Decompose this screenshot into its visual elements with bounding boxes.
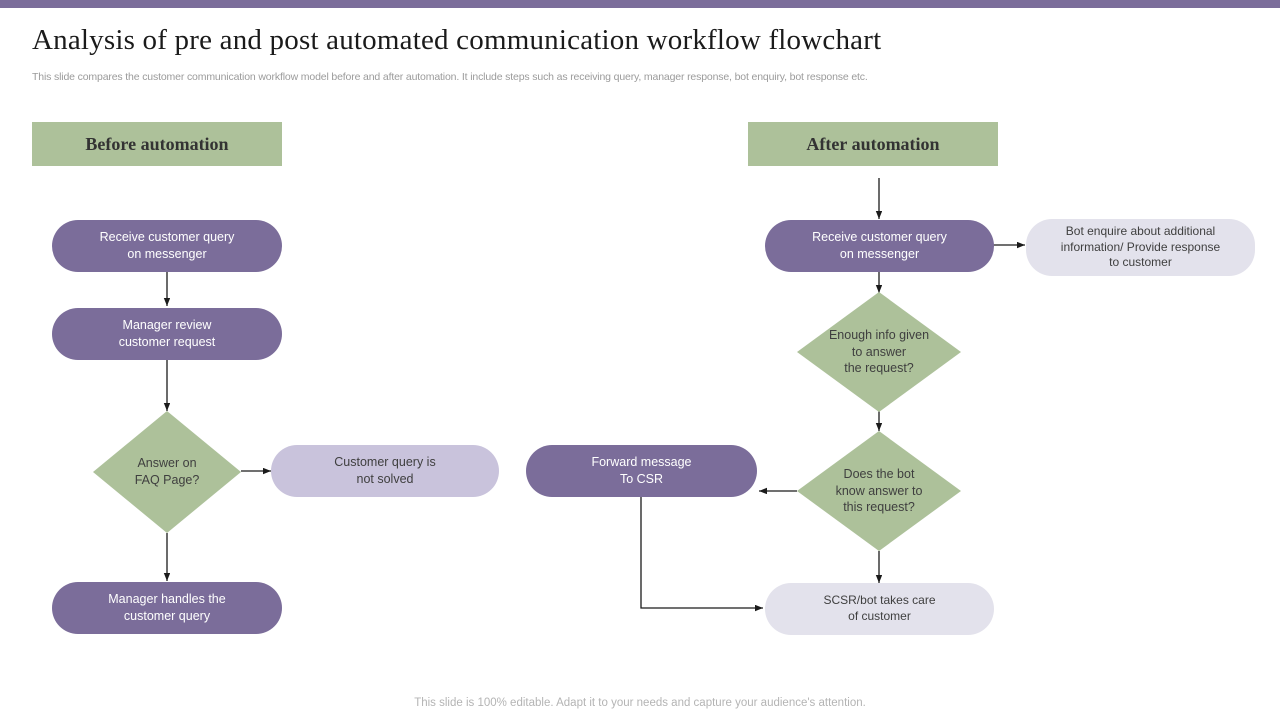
page-subtitle: This slide compares the customer communi… bbox=[32, 71, 868, 83]
section-banner-after: After automation bbox=[748, 122, 998, 166]
page-title: Analysis of pre and post automated commu… bbox=[32, 24, 882, 56]
section-banner-before: Before automation bbox=[32, 122, 282, 166]
section-banner-after-label: After automation bbox=[806, 133, 940, 154]
top-accent-bar bbox=[0, 0, 1280, 8]
section-banner-before-label: Before automation bbox=[85, 133, 229, 154]
footer-note: This slide is 100% editable. Adapt it to… bbox=[414, 697, 866, 709]
connector-forward-csr-to-scsr bbox=[640, 497, 763, 612]
